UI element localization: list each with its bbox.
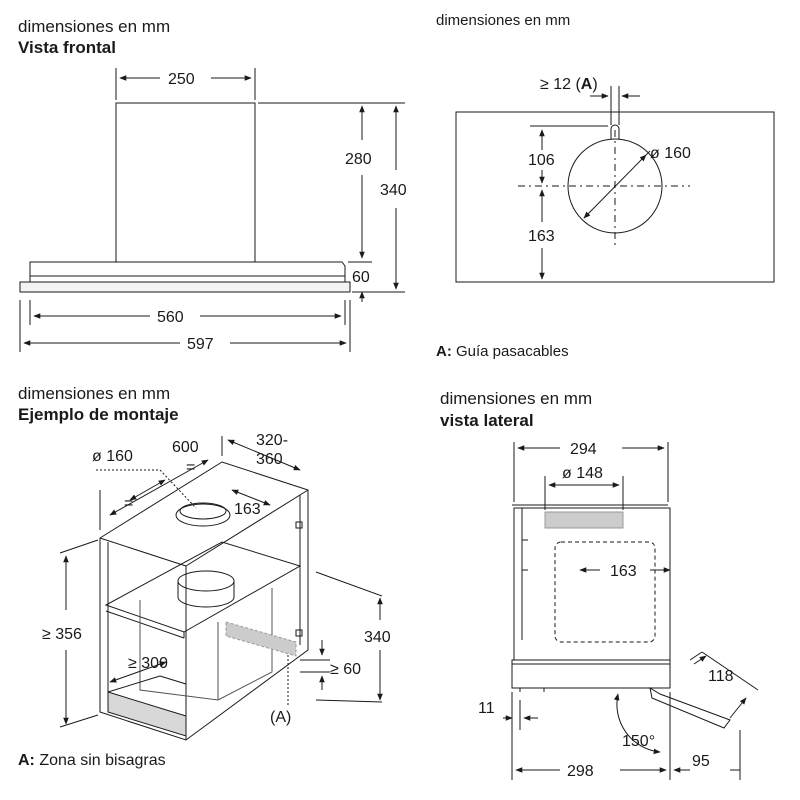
front-caption: dimensiones en mm [18, 17, 171, 36]
dim-cabinet-width: 600 [172, 439, 199, 456]
dim-side-offset: 163 [610, 563, 637, 580]
dim-gap: ≥ 12 (A) [540, 76, 598, 93]
dim-angle: 150° [622, 733, 655, 750]
dim-chimney-height: 280 [345, 151, 372, 168]
dim-total-height: 340 [380, 182, 407, 199]
legend-key: A: [18, 752, 35, 769]
dim-hole-offset: 163 [234, 501, 261, 518]
dim-mount-diameter: ø 160 [92, 448, 133, 465]
mounting-title: Ejemplo de montaje [18, 405, 179, 424]
dim-bottom-offset: 163 [528, 228, 555, 245]
dim-side-diameter: ø 148 [562, 465, 603, 482]
mounting-legend: A: Zona sin bisagras [18, 752, 166, 770]
dim-min-height: ≥ 356 [42, 626, 82, 643]
dim-top-width: 294 [570, 441, 597, 458]
cable-guide [610, 124, 620, 139]
dim-canopy-height: 60 [352, 269, 370, 286]
dim-equal-side: = [124, 495, 133, 512]
bottom-plate [107, 691, 187, 737]
duct-gray [544, 511, 624, 529]
dim-depth-line1: 320- [256, 432, 288, 449]
cabinet-outline [99, 461, 309, 741]
dim-front-gap: 11 [478, 700, 495, 717]
cutout-legend: A: Guía pasacables [436, 343, 569, 360]
dim-flap: 118 [708, 668, 734, 685]
canopy-base [19, 281, 351, 293]
cutout-view-drawing [455, 86, 775, 283]
cutout-caption: dimensiones en mm [436, 12, 571, 29]
side-view-drawing [503, 442, 759, 780]
dim-min-depth: ≥ 300 [128, 655, 168, 672]
hood-outline [554, 541, 656, 643]
chimney [115, 102, 256, 263]
hinge-free-zone [225, 621, 297, 657]
dim-total-width: 597 [187, 336, 214, 353]
dim-min-bottom: ≥ 60 [330, 661, 361, 678]
flap [649, 686, 731, 729]
dim-bottom-width: 298 [567, 763, 594, 780]
cabinet-side [513, 507, 671, 661]
legend-text: Guía pasacables [451, 343, 569, 360]
dim-cutout-diameter: ø 160 [650, 145, 691, 162]
front-title: Vista frontal [18, 38, 116, 57]
canopy [29, 261, 346, 283]
front-view-drawing [19, 68, 405, 352]
hood-base [511, 659, 671, 689]
side-title: vista lateral [440, 411, 534, 430]
shelf [104, 541, 302, 633]
dim-inner-width: 560 [157, 309, 184, 326]
dim-top-offset: 106 [528, 152, 555, 169]
mounting-view-drawing [59, 436, 383, 741]
dim-flap-depth: 95 [692, 753, 710, 770]
legend-key: A: [436, 343, 452, 360]
dim-depth-line2: 360 [256, 451, 283, 468]
top-duct-hole [175, 503, 231, 527]
ceiling-panel [455, 111, 775, 283]
side-caption: dimensiones en mm [440, 389, 593, 408]
mounting-caption: dimensiones en mm [18, 384, 171, 403]
dim-mount-height: 340 [364, 629, 391, 646]
legend-text: Zona sin bisagras [34, 752, 166, 769]
dim-equal-top: = [186, 459, 195, 476]
dim-chimney-width: 250 [168, 71, 195, 88]
dim-ref: (A) [270, 709, 291, 726]
